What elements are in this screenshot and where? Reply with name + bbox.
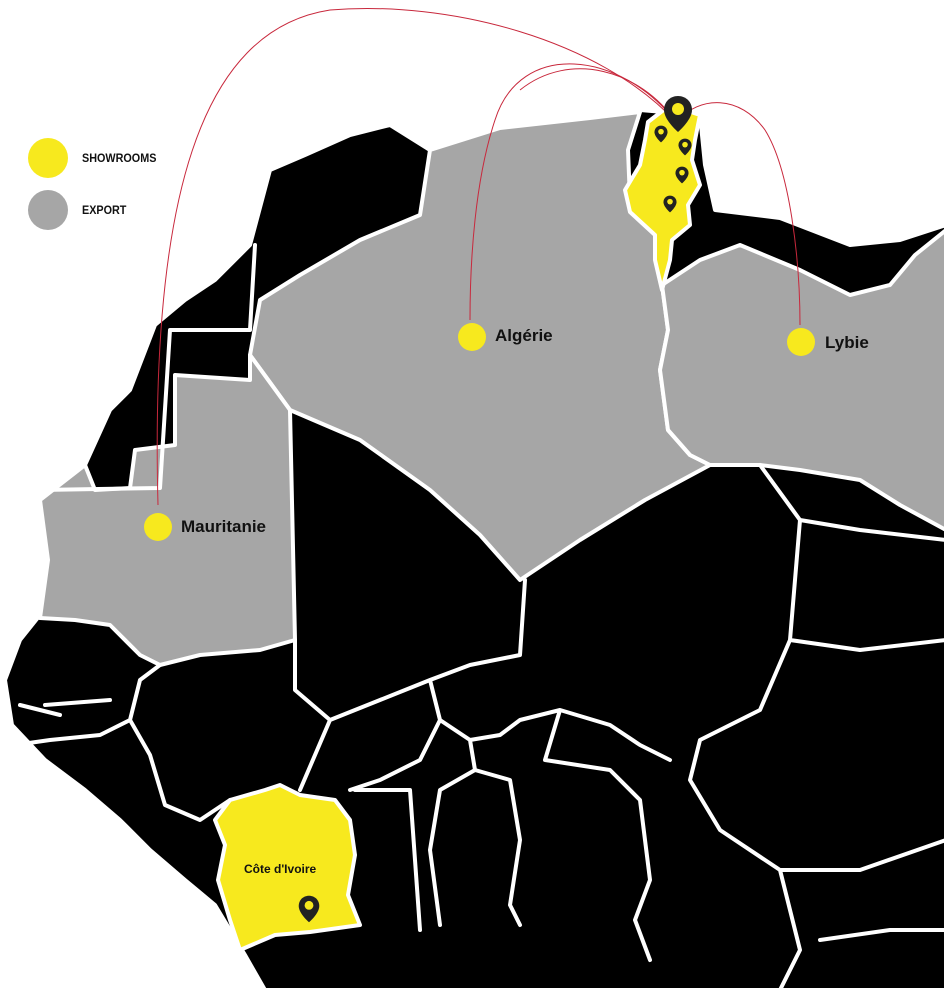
- legend-showrooms-label: SHOWROOMS: [82, 151, 157, 165]
- export-point-mauritanie[interactable]: [144, 513, 172, 541]
- map-pin-icon[interactable]: [675, 166, 689, 184]
- label-lybie: Lybie: [825, 333, 869, 352]
- country-lybie: [658, 228, 946, 532]
- map-pin-icon[interactable]: [298, 895, 320, 923]
- route-arc-mauritanie: [156, 7, 677, 506]
- legend-showrooms-dot: [28, 138, 68, 178]
- export-point-algerie[interactable]: [458, 323, 486, 351]
- route-arc-secondary: [519, 68, 677, 123]
- legend-export: EXPORT: [28, 190, 131, 230]
- legend-export-dot: [28, 190, 68, 230]
- map-pin-icon[interactable]: [663, 95, 693, 133]
- export-point-lybie[interactable]: [787, 328, 815, 356]
- map-pin-icon[interactable]: [663, 195, 677, 213]
- route-arc-lybie: [675, 102, 801, 326]
- map-pin-icon[interactable]: [678, 138, 692, 156]
- map-pin-icon[interactable]: [654, 125, 668, 143]
- label-mauritanie: Mauritanie: [181, 517, 267, 536]
- label-algerie: Algérie: [495, 326, 553, 345]
- country-mauritanie: [38, 353, 297, 667]
- border-lines: [13, 243, 946, 990]
- legend-showrooms: SHOWROOMS: [28, 138, 165, 178]
- route-arc-algerie: [469, 63, 677, 321]
- label-cote-divoire: Côte d'Ivoire: [244, 862, 317, 876]
- legend-export-label: EXPORT: [82, 203, 127, 217]
- country-cote-divoire[interactable]: [213, 783, 362, 952]
